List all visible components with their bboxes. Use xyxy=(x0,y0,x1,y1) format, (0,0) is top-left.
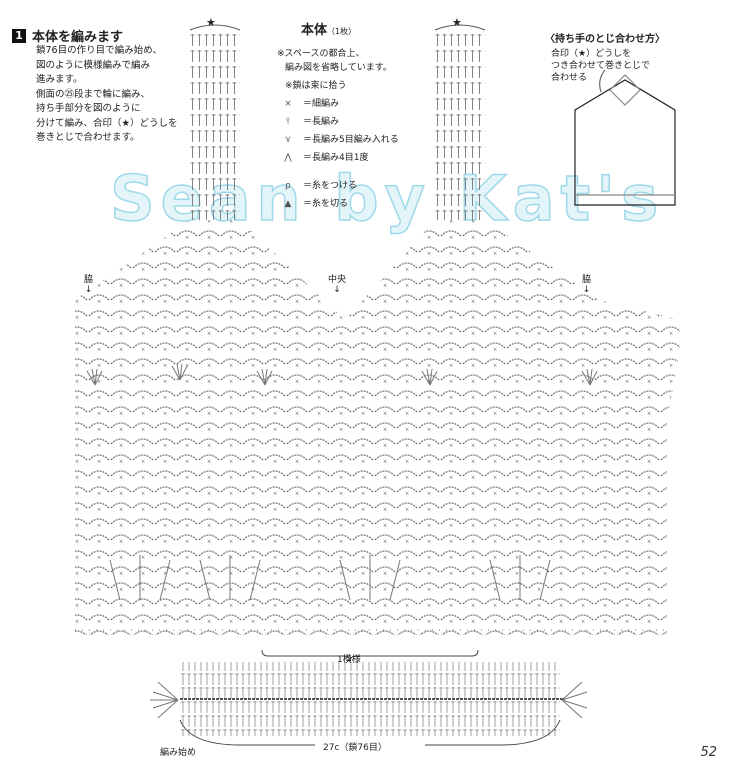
double-crochet-icon: ⫯ xyxy=(286,117,290,127)
legend-label: ＝糸をつける xyxy=(303,181,358,191)
star-marker-left: ★ xyxy=(206,16,216,29)
width-label: 27c（鎖76目） xyxy=(323,743,387,753)
center-label: 中央↓ xyxy=(328,275,347,295)
instruction-line: 分けて編み、合印（★）どうしを xyxy=(36,117,178,129)
fan-motifs xyxy=(75,363,667,631)
instruction-line: 側面の㉕段まで輪に編み、 xyxy=(36,88,151,100)
legend-item-join-yarn: ⍴ ＝糸をつける xyxy=(277,179,399,193)
instruction-line: 図のように模様編みで編み xyxy=(36,59,151,71)
decrease-icon: ⋀ xyxy=(284,153,292,163)
instruction-line: 持ち手部分を図のように xyxy=(36,103,141,114)
side-label-left: 脇↓ xyxy=(84,275,94,295)
section-title-text: 本体を編みます xyxy=(32,30,124,45)
legend-label: ＝長編み5目編み入れる xyxy=(303,135,399,145)
legend-label: ＝長編み xyxy=(303,117,340,127)
handle-closing-sketch xyxy=(574,69,676,206)
side-label-right: 脇↓ xyxy=(582,275,592,295)
instruction-line: 巻きとじで合わせます。 xyxy=(36,132,140,143)
legend-note: 編み図を省略しています。 xyxy=(285,63,392,73)
legend-item-cut-yarn: ▲ ＝糸を切る xyxy=(277,197,399,211)
cut-yarn-icon: ▲ xyxy=(284,199,292,209)
howto-line: 合印（★）どうしを xyxy=(551,49,632,59)
legend-item-decrease: ⋀ ＝長編み4目1度 xyxy=(277,151,399,165)
legend-label: ＝細編み xyxy=(303,99,340,109)
join-yarn-icon: ⍴ xyxy=(285,181,291,191)
left-handle xyxy=(190,30,240,220)
section-title: 1 本体を編みます xyxy=(12,26,123,45)
start-label: 編み始め xyxy=(160,748,197,758)
page-number: 52 xyxy=(700,745,717,760)
fan-icon: ⋎ xyxy=(284,135,292,145)
legend-title-text: 本体 xyxy=(301,23,328,38)
legend-note: ※鎖は束に拾う xyxy=(285,81,347,91)
center-text: 中央 xyxy=(328,275,347,285)
howto-line: 合わせる xyxy=(551,73,588,83)
legend-label: ＝糸を切る xyxy=(303,199,349,209)
body-mesh xyxy=(75,220,680,635)
handle-joining-note: 〈持ち手のとじ合わせ方〉 合印（★）どうしを つき合わせて巻きとじで 合わせる xyxy=(545,30,665,84)
legend-item-fan: ⋎ ＝長編み5目編み入れる xyxy=(277,133,399,147)
legend-item-single-crochet: × ＝細編み xyxy=(277,97,399,111)
right-handle xyxy=(435,30,485,220)
legend-count: （1枚） xyxy=(327,27,357,36)
repeat-brace xyxy=(261,649,479,663)
side-left-text: 脇 xyxy=(84,275,94,285)
legend-item-double-crochet: ⫯ ＝長編み xyxy=(277,115,399,129)
foundation-chain xyxy=(150,662,588,746)
legend-note: ※スペースの都合上、 xyxy=(277,49,365,59)
legend-label: ＝長編み4目1度 xyxy=(303,153,369,163)
handle-top-chain xyxy=(189,24,486,31)
instruction-line: 進みます。 xyxy=(36,74,83,85)
instructions: 鎖76目の作り目で編み始め、 図のように模様編みで編み 進みます。 側面の㉕段ま… xyxy=(36,44,178,146)
star-marker-right: ★ xyxy=(452,16,462,29)
howto-title: 〈持ち手のとじ合わせ方〉 xyxy=(545,34,665,45)
side-right-text: 脇 xyxy=(582,275,592,285)
repeat-label: 1模様 xyxy=(337,655,361,665)
howto-description: 合印（★）どうしを つき合わせて巻きとじで 合わせる xyxy=(551,48,665,84)
howto-line: つき合わせて巻きとじで xyxy=(551,61,651,71)
single-crochet-icon: × xyxy=(284,99,292,109)
instruction-line: 鎖76目の作り目で編み始め、 xyxy=(36,45,163,56)
legend-title: 本体（1枚） xyxy=(301,24,399,39)
legend: 本体（1枚） ※スペースの都合上、 編み図を省略しています。 ※鎖は束に拾う ×… xyxy=(277,24,399,211)
section-number: 1 xyxy=(12,28,26,43)
